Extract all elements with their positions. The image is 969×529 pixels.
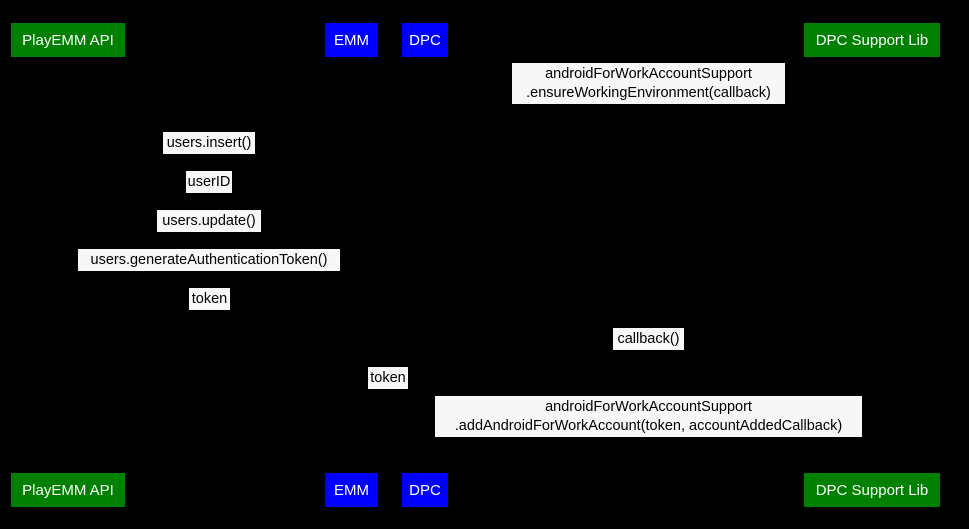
message-label-token-2: token <box>368 367 408 389</box>
actor-dpc-support-lib-bottom[interactable]: DPC Support Lib <box>804 473 940 507</box>
message-line-1: androidForWorkAccountSupport <box>545 66 752 82</box>
message-label-token-1: token <box>189 288 230 310</box>
message-line-2: .addAndroidForWorkAccount(token, account… <box>454 418 843 434</box>
message-label-userid: userID <box>186 171 232 193</box>
actor-playemm-api-bottom[interactable]: PlayEMM API <box>11 473 125 507</box>
actor-emm-top[interactable]: EMM <box>325 23 378 57</box>
actor-dpc-top[interactable]: DPC <box>402 23 448 57</box>
actor-dpc-bottom[interactable]: DPC <box>402 473 448 507</box>
message-label-users-generate-authentication-token: users.generateAuthenticationToken() <box>78 249 340 271</box>
actor-playemm-api-top[interactable]: PlayEMM API <box>11 23 125 57</box>
actor-dpc-support-lib-top[interactable]: DPC Support Lib <box>804 23 940 57</box>
message-label-add-android-for-work-account: androidForWorkAccountSupport .addAndroidF… <box>435 396 862 437</box>
message-label-users-insert: users.insert() <box>163 132 255 154</box>
message-line-1: androidForWorkAccountSupport <box>545 399 752 415</box>
message-line-2: .ensureWorkingEnvironment(callback) <box>526 85 771 101</box>
message-label-users-update: users.update() <box>157 210 261 232</box>
actor-emm-bottom[interactable]: EMM <box>325 473 378 507</box>
message-label-callback: callback() <box>613 328 684 350</box>
message-label-ensure-working-environment: androidForWorkAccountSupport .ensureWorki… <box>512 63 785 104</box>
